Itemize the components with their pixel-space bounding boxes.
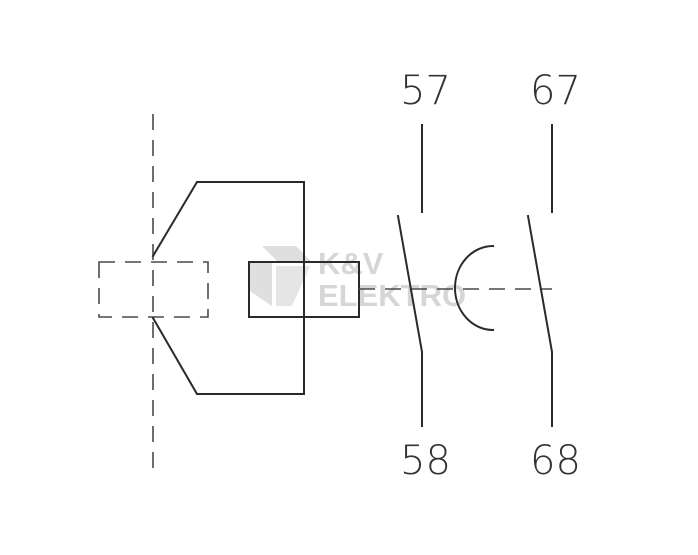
watermark-line1: K&V <box>318 246 384 281</box>
actuator-bracket <box>151 181 305 395</box>
contact-57-58 <box>396 124 424 427</box>
contact-67-68-blade <box>526 214 554 354</box>
terminal-57-label: 57 <box>400 68 451 114</box>
contact-67-68 <box>526 124 554 427</box>
contact-57-58-blade <box>396 214 424 354</box>
watermark-line2: ELEKTRO <box>318 278 466 313</box>
terminal-68-label: 68 <box>530 438 581 484</box>
delay-arc-symbol <box>454 244 495 332</box>
terminal-58-label: 58 <box>400 438 451 484</box>
terminal-67-label: 67 <box>530 68 581 114</box>
watermark-logo-icon <box>248 246 312 306</box>
kv-elektro-watermark: K&V ELEKTRO <box>248 246 466 313</box>
